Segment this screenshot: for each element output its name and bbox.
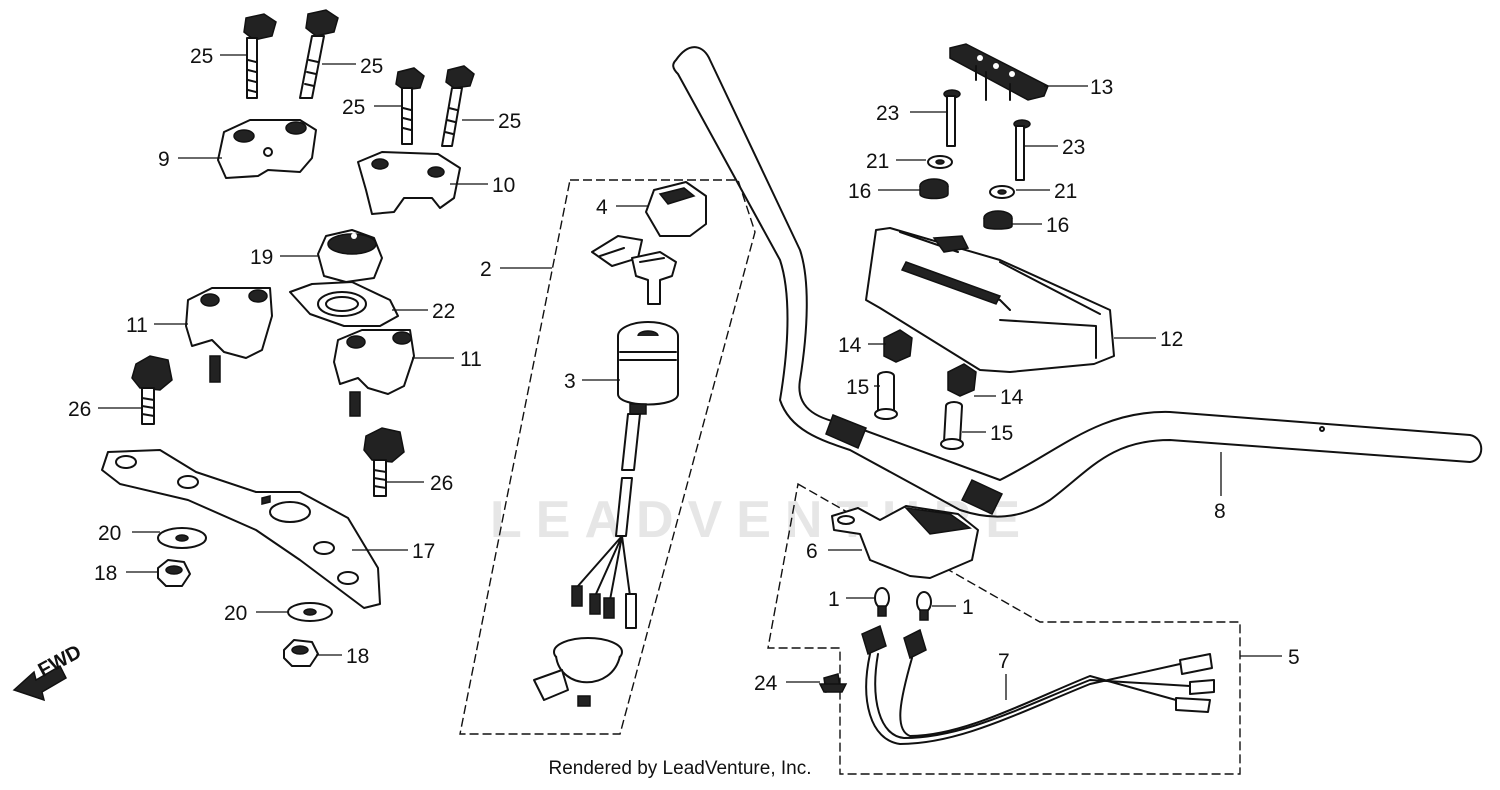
callout-11: 11 [126,314,148,337]
callout-1: 1 [828,588,840,611]
callout-2: 2 [480,258,492,281]
sleeve-15-a [874,371,898,420]
ignition-group-outline [459,179,756,735]
handlebar [672,46,1483,518]
callout-12: 12 [1160,328,1183,351]
callout-19: 19 [250,246,273,269]
callout-4: 4 [596,196,608,219]
switch-6 [831,505,979,579]
callout-21: 21 [1054,180,1077,203]
callout-18: 18 [346,645,369,668]
meter-case-12 [865,227,1115,373]
callout-15: 15 [846,376,869,399]
callout-25: 25 [190,45,213,68]
fwd-arrow-icon [12,664,67,702]
handlebar-grip-band [825,414,1004,515]
callout-20: 20 [224,602,247,625]
callout-17: 17 [412,540,435,563]
callout-13: 13 [1090,76,1113,99]
callout-25: 25 [342,96,365,119]
callout-18: 18 [94,562,117,585]
switch-cover-4 [645,181,707,237]
callout-22: 22 [432,300,455,323]
callout-16: 16 [848,180,871,203]
bolt-25-b [299,9,339,99]
callout-16: 16 [1046,214,1069,237]
indicator-lamp-panel-13 [949,43,1049,101]
lock-plate-22 [289,281,399,327]
switch-group-outline [767,482,1241,775]
callout-25: 25 [360,55,383,78]
callout-23: 23 [876,102,899,125]
screw-23-a [943,89,961,147]
bolt-25-d [441,65,475,147]
callout-7: 7 [998,650,1010,673]
nut-19 [317,229,383,283]
bulb-1-b [916,591,932,621]
callout-9: 9 [158,148,170,171]
callout-3: 3 [564,370,576,393]
callout-8: 8 [1214,500,1226,523]
lower-holder-11-a [185,287,273,383]
knob-14-b [947,363,977,397]
lower-holder-11-b [333,329,415,417]
grommet-16-a [919,178,949,200]
upper-holder-10 [357,151,461,215]
bolt-25-a [243,13,277,99]
top-bridge-17 [101,449,381,609]
bolt-25-c [395,67,425,145]
washer-20-b [287,602,333,622]
bolt-26-a [131,355,173,425]
wire-harness-7 [861,624,1215,745]
grommet-16-b [983,210,1013,230]
callout-14: 14 [1000,386,1024,409]
callout-1: 1 [962,596,974,619]
nut-18-a [157,559,191,587]
footer-credit: Rendered by LeadVenture, Inc. [548,758,812,779]
callout-26: 26 [430,472,453,495]
switch-boot [533,637,623,707]
callout-5: 5 [1288,646,1300,669]
callout-10: 10 [492,174,515,197]
callout-24: 24 [754,672,778,695]
callout-labels: 25 25 25 25 9 10 19 22 11 11 26 26 20 17… [68,45,1300,695]
ignition-switch-3 [571,321,679,629]
bulb-1-a [874,587,890,617]
callout-11: 11 [460,348,482,371]
callout-23: 23 [1062,136,1085,159]
callout-21: 21 [866,150,889,173]
upper-holder-9 [217,119,317,179]
callout-26: 26 [68,398,91,421]
callout-15: 15 [990,422,1013,445]
nut-18-b [283,639,319,667]
screw-23-b [1013,119,1031,181]
callout-14: 14 [838,334,862,357]
leader-lines [98,54,1282,700]
washer-21-a [927,155,953,169]
callout-20: 20 [98,522,121,545]
screw-24 [818,673,848,693]
ignition-key [591,235,677,305]
knob-14-a [883,329,913,363]
callout-25: 25 [498,110,521,133]
washer-20-a [157,527,207,549]
bolt-26-b [363,427,405,497]
washer-21-b [989,185,1015,199]
callout-6: 6 [806,540,818,563]
sleeve-15-b [940,401,964,450]
